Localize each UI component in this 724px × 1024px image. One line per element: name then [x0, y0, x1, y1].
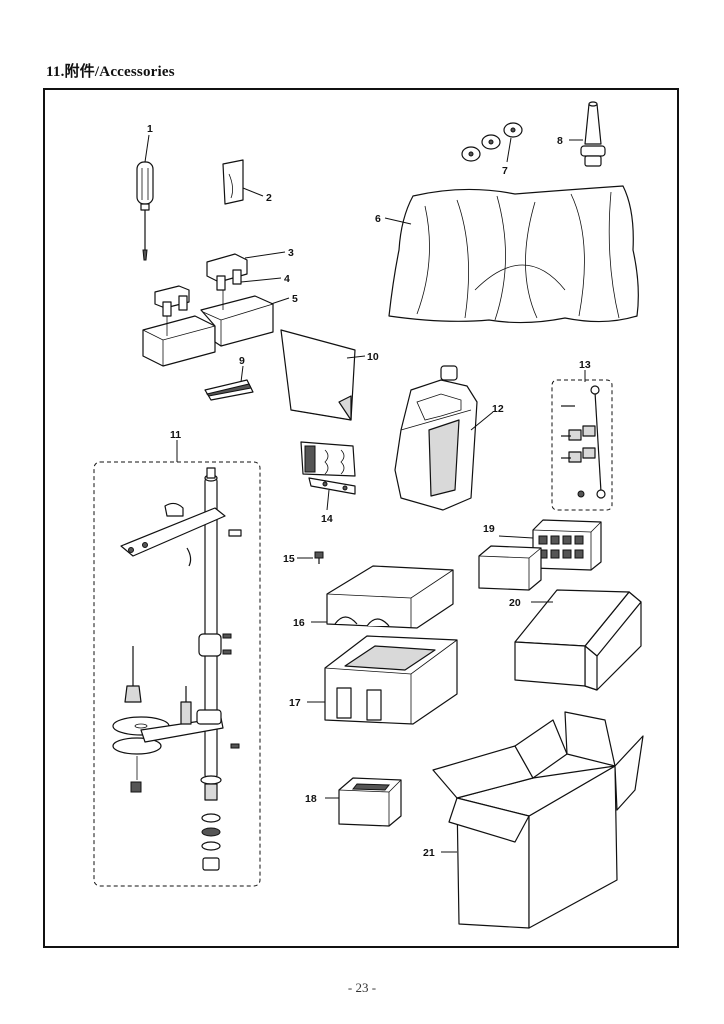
callout-16: 16 — [293, 617, 305, 629]
foam-base-illustration — [324, 635, 458, 725]
callout-17: 17 — [289, 697, 301, 709]
cloth-cover-illustration — [388, 185, 639, 324]
accessories-diagram: 1 2 3 4 5 6 — [93, 101, 644, 929]
bobbins-illustration — [461, 122, 523, 162]
callout-14: 14 — [321, 513, 333, 525]
callout-7: 7 — [502, 165, 508, 177]
callout-3: 3 — [288, 247, 294, 259]
manual-sheet-illustration — [280, 329, 356, 421]
oil-bottle-illustration — [394, 365, 478, 511]
grid-cells — [538, 535, 584, 559]
callout-1: 1 — [147, 123, 153, 135]
callout-13: 13 — [579, 359, 591, 371]
foam-top-illustration — [326, 565, 454, 629]
callout-2: 2 — [266, 192, 272, 204]
callout-21: 21 — [423, 847, 435, 859]
callout-12: 12 — [492, 403, 504, 415]
thread-stand-illustration — [112, 467, 242, 871]
screw-illustration — [314, 551, 324, 564]
accessories-diagram-frame: 1 2 3 4 5 6 — [43, 88, 679, 948]
parts-cases-illustration — [478, 519, 602, 591]
callout-4: 4 — [284, 273, 290, 285]
callout-15: 15 — [283, 553, 295, 565]
clamp-blocks-illustration — [142, 253, 274, 367]
callout-18: 18 — [305, 793, 317, 805]
callout-11: 11 — [170, 429, 181, 441]
callout-10: 10 — [367, 351, 379, 363]
plate-illustration — [204, 379, 254, 401]
linkage-kit-illustration — [561, 385, 606, 499]
bracket-springs-illustration — [300, 441, 356, 495]
section-title: 11.附件/Accessories — [46, 64, 175, 80]
callout-19: 19 — [483, 523, 495, 535]
parts-kit-13-box — [551, 379, 613, 511]
callout-5: 5 — [292, 293, 298, 305]
long-box-illustration — [514, 589, 642, 691]
card-illustration — [222, 159, 244, 205]
oiler-illustration — [580, 101, 606, 167]
small-box-illustration — [338, 777, 402, 827]
screwdriver-illustration — [136, 161, 154, 261]
callout-9: 9 — [239, 355, 245, 367]
open-carton-illustration — [432, 711, 644, 929]
callout-6: 6 — [375, 213, 381, 225]
callout-8: 8 — [557, 135, 563, 147]
callout-20: 20 — [509, 597, 521, 609]
page-number: - 23 - — [347, 980, 377, 995]
